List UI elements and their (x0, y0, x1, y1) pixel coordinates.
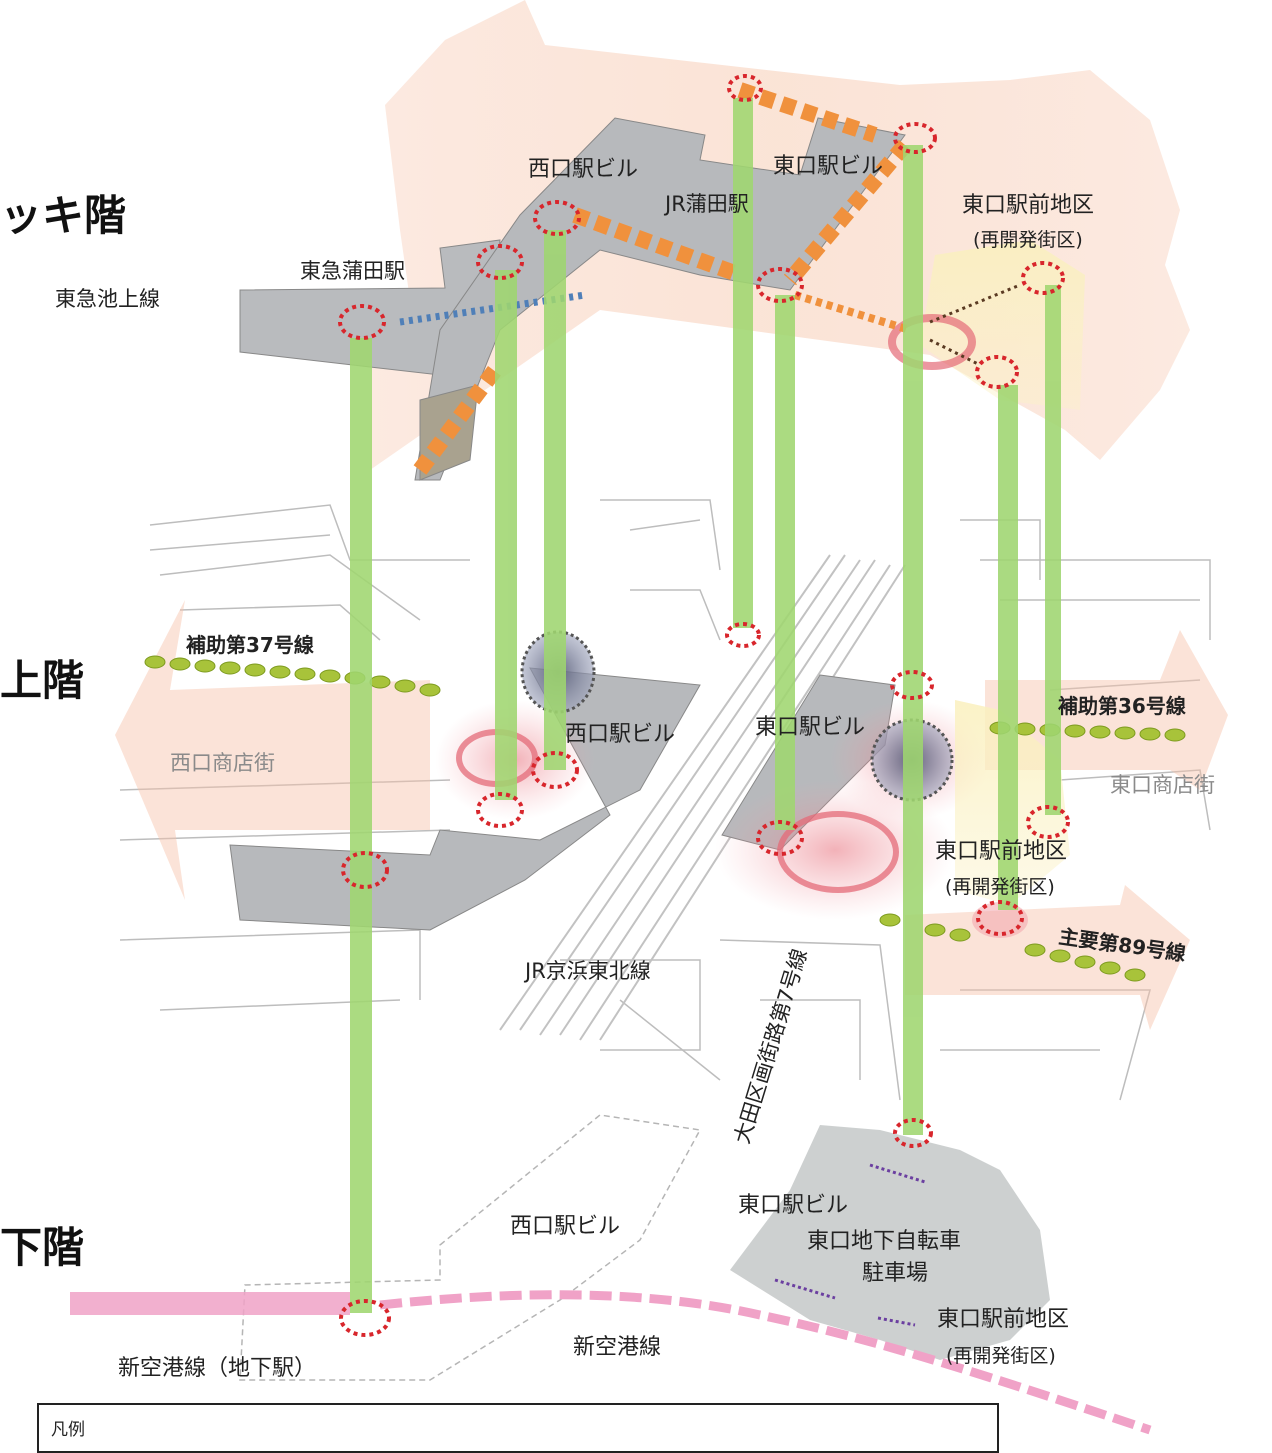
ug-east-bldg-label: 東口駅ビル (738, 1193, 848, 1218)
brown-flow-1 (929, 283, 1021, 324)
east-deck-yellow-zone (920, 240, 1085, 410)
deck-ikegami-line-label: 東急池上線 (55, 287, 160, 311)
deck-west-bldg-label: 西口駅ビル (528, 157, 638, 182)
deck-east-bldg-label: 東口駅ビル (773, 154, 883, 179)
ground-east-district-label: 東口駅前地区 (935, 839, 1067, 864)
airport-line-track (379, 1290, 1152, 1435)
ground-west-bldg-label: 西口駅ビル (565, 722, 675, 747)
legend-box: 凡例 (37, 1403, 999, 1453)
east-plaza-ring (777, 811, 899, 893)
east-underground-block (730, 1125, 1050, 1360)
ug-airport-station-label: 新空港線（地下駅） (118, 1356, 316, 1381)
ground-east-bldg-label: 東口駅ビル (755, 715, 865, 740)
green-dot-road-89 (879, 913, 1146, 982)
east-district-glow (972, 902, 1028, 938)
ug-bike-parking-label-1: 東口地下自転車 (807, 1229, 961, 1254)
deck-tokyu-station-label: 東急蒲田駅 (300, 259, 405, 283)
deck-east-district-label: 東口駅前地区 (962, 193, 1094, 218)
ug-east-district-label: 東口駅前地区 (937, 1307, 1069, 1332)
west-shopping-label: 西口商店街 (170, 751, 275, 775)
orange-dotted-flow (793, 291, 912, 334)
ug-east-district-sub: (再開発街区) (946, 1345, 1056, 1367)
purple-flow-3 (877, 1316, 916, 1327)
street-grid (119, 499, 1211, 1101)
aux36-label: 補助第36号線 (1057, 694, 1186, 718)
legend-title: 凡例 (51, 1420, 85, 1440)
ug-airport-line-label: 新空港線 (573, 1335, 661, 1360)
ground-level-title: 上階 (0, 656, 84, 705)
ug-west-bldg-label: 西口駅ビル (510, 1214, 620, 1239)
underground-level-title: 下階 (0, 1223, 84, 1272)
ug-bike-parking-label-2: 駐車場 (862, 1261, 928, 1286)
ground-east-district-sub: (再開発街区) (945, 876, 1055, 898)
east-deck-ring (888, 314, 976, 370)
airport-line-arrow (70, 1292, 350, 1315)
deck-level-title: ッキ階 (0, 191, 126, 240)
jr-keihin-label: JR京浜東北線 (523, 959, 651, 983)
underground-level (70, 1114, 1152, 1435)
deck-jr-station-label: JR蒲田駅 (663, 192, 749, 216)
deck-east-district-sub: (再開発街区) (973, 229, 1083, 251)
transfer-nodes (338, 74, 1070, 1337)
ota-road-label: 大田区画街路第7号線 (730, 946, 812, 1147)
vertical-connections (350, 98, 1061, 1313)
brown-flow-2 (929, 338, 981, 367)
orange-pedestrian-flows (413, 82, 912, 475)
jr-station-block (414, 117, 906, 481)
east-shopping-label: 東口商店街 (1110, 773, 1215, 797)
aux37-label: 補助第37号線 (185, 633, 314, 657)
ground-level (115, 499, 1228, 1101)
purple-flow-2 (774, 1278, 836, 1300)
